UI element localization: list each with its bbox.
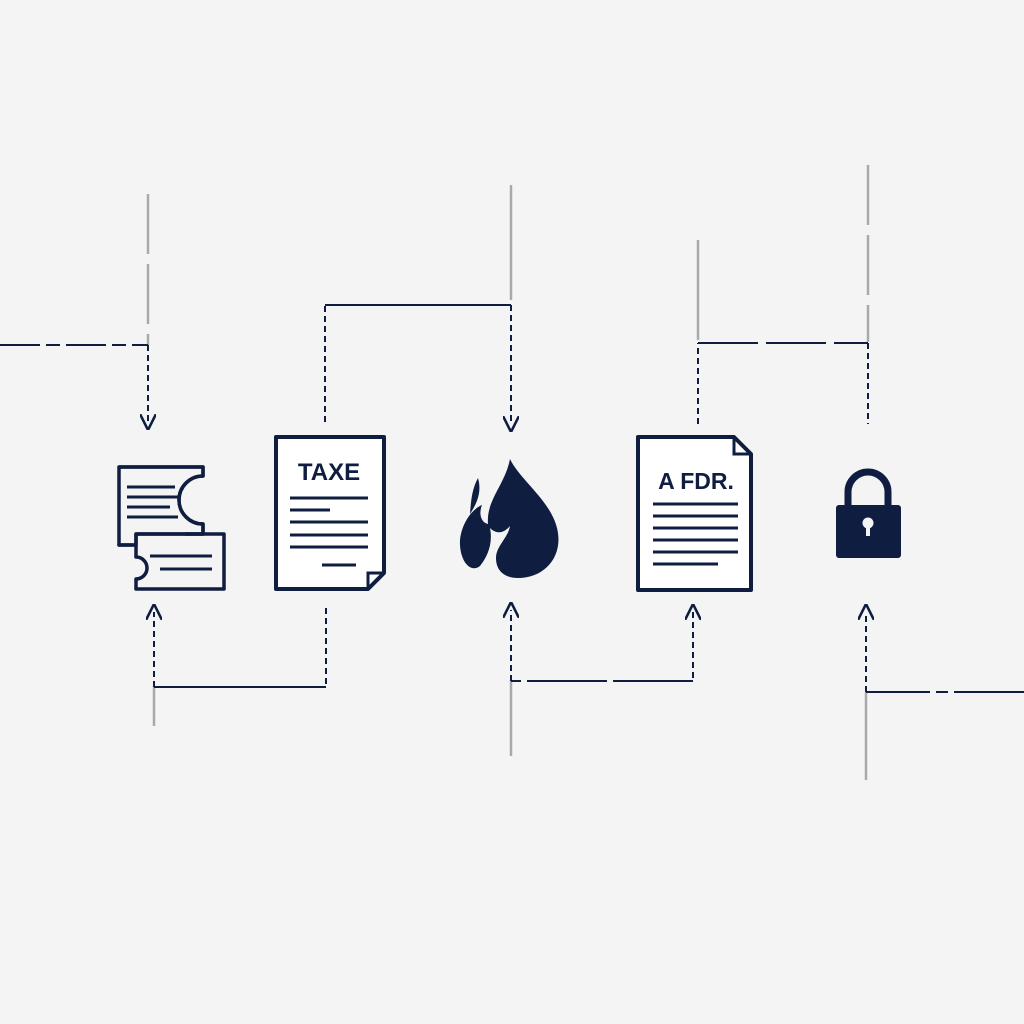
- tickets-icon: [117, 465, 226, 591]
- connectors: [0, 304, 1024, 693]
- tax-document-icon: [274, 435, 386, 591]
- fdr-document-icon: [636, 435, 753, 592]
- fdr-document-title: A FDR.: [658, 468, 734, 494]
- padlock-icon: [836, 468, 901, 558]
- tax-document-title: TAXE: [298, 459, 360, 486]
- flame-icon: [459, 459, 559, 578]
- guide-lines: [146, 165, 870, 780]
